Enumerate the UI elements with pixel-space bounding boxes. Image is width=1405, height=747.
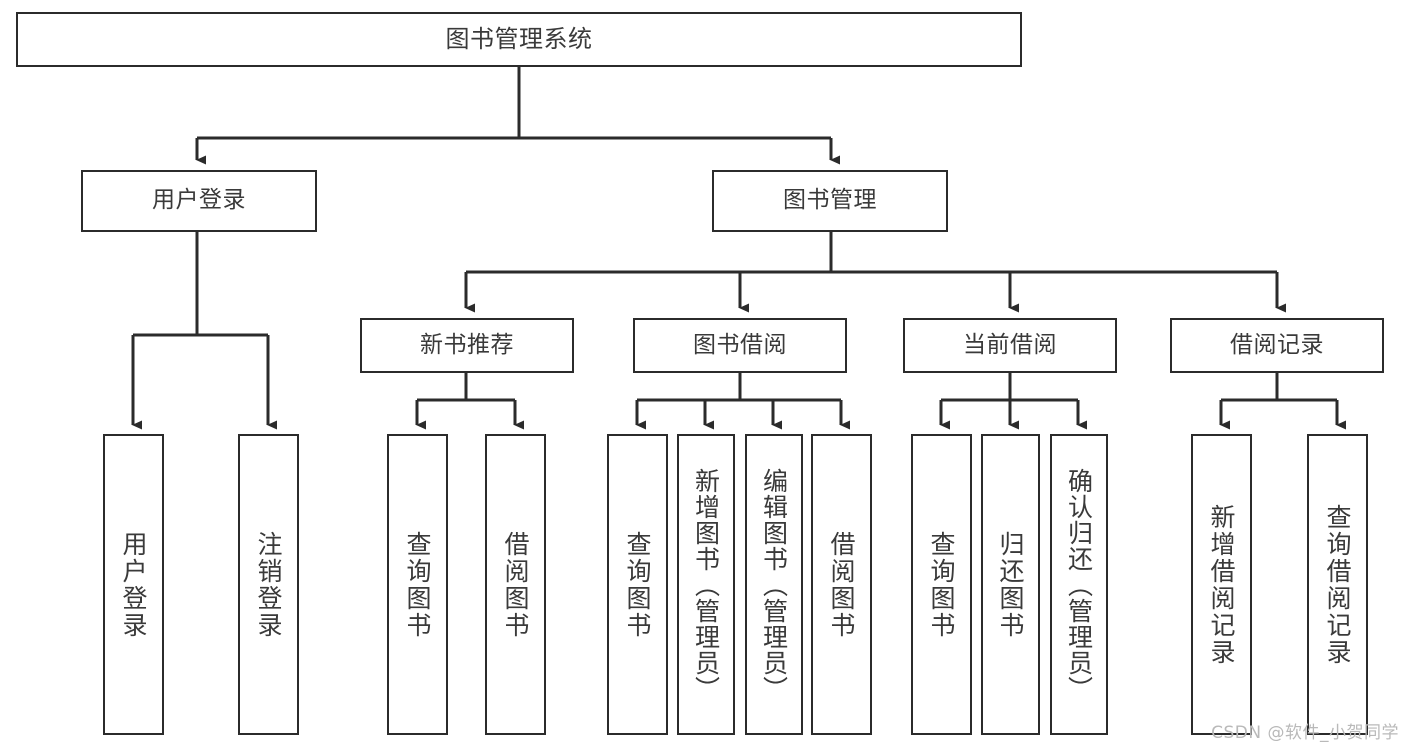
node-current-borrow[interactable]: 当前借阅 xyxy=(903,318,1117,373)
node-label: 用户登录 xyxy=(152,187,246,214)
leaf-borrow-book-recommend[interactable]: 借阅图书 xyxy=(485,434,546,735)
leaf-confirm-return-admin[interactable]: 确认归还（管理员） xyxy=(1050,434,1108,735)
node-label: 编辑图书（管理员） xyxy=(759,467,789,702)
node-label: 用户登录 xyxy=(119,530,148,639)
leaf-edit-book-admin[interactable]: 编辑图书（管理员） xyxy=(745,434,803,735)
leaf-query-book-borrow[interactable]: 查询图书 xyxy=(607,434,668,735)
node-label: 确认归还（管理员） xyxy=(1064,467,1094,702)
leaf-return-book[interactable]: 归还图书 xyxy=(981,434,1040,735)
leaf-query-borrow-record[interactable]: 查询借阅记录 xyxy=(1307,434,1368,735)
node-label: 新增借阅记录 xyxy=(1207,503,1236,666)
leaf-add-borrow-record[interactable]: 新增借阅记录 xyxy=(1191,434,1252,735)
node-label: 新书推荐 xyxy=(420,331,514,358)
node-root-book-management-system[interactable]: 图书管理系统 xyxy=(16,12,1022,67)
node-label: 新增图书（管理员） xyxy=(691,467,721,702)
node-label: 借阅图书 xyxy=(827,530,856,639)
node-label: 归还图书 xyxy=(996,530,1025,639)
leaf-add-book-admin[interactable]: 新增图书（管理员） xyxy=(677,434,735,735)
node-user-login[interactable]: 用户登录 xyxy=(81,170,317,232)
csdn-watermark: CSDN @软件_小贺同学 xyxy=(1211,723,1399,743)
leaf-query-book-current[interactable]: 查询图书 xyxy=(911,434,972,735)
node-book-borrow[interactable]: 图书借阅 xyxy=(633,318,847,373)
leaf-logout[interactable]: 注销登录 xyxy=(238,434,299,735)
node-label: 查询图书 xyxy=(927,530,956,639)
node-label: 借阅图书 xyxy=(501,530,530,639)
node-label: 图书借阅 xyxy=(693,331,787,358)
node-label: 查询图书 xyxy=(403,530,432,639)
node-label: 查询图书 xyxy=(623,530,652,639)
node-borrow-record[interactable]: 借阅记录 xyxy=(1170,318,1384,373)
leaf-borrow-book-borrow[interactable]: 借阅图书 xyxy=(811,434,872,735)
leaf-user-login[interactable]: 用户登录 xyxy=(103,434,164,735)
node-label: 图书管理系统 xyxy=(445,25,593,54)
node-label: 借阅记录 xyxy=(1230,331,1324,358)
leaf-query-book-recommend[interactable]: 查询图书 xyxy=(387,434,448,735)
node-book-management[interactable]: 图书管理 xyxy=(712,170,948,232)
node-label: 当前借阅 xyxy=(963,331,1057,358)
node-new-book-recommend[interactable]: 新书推荐 xyxy=(360,318,574,373)
node-label: 查询借阅记录 xyxy=(1323,503,1352,666)
node-label: 图书管理 xyxy=(783,187,877,214)
node-label: 注销登录 xyxy=(254,530,283,639)
